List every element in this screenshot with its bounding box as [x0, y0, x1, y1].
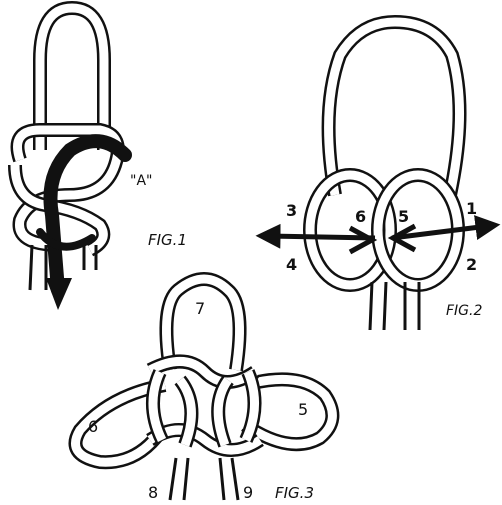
figure-1: "A" FIG.1 — [15, 8, 187, 310]
fig3-label-9: 9 — [243, 483, 253, 502]
fig3-label-5: 5 — [298, 400, 308, 419]
fig2-left-ends — [370, 282, 386, 330]
figure-3: 7 6 5 8 9 FIG.3 — [76, 279, 333, 502]
fig1-caption: FIG.1 — [148, 231, 187, 249]
fig2-label-5: 5 — [398, 207, 409, 226]
fig3-label-6: 6 — [88, 417, 98, 436]
fig3-end-9-strands — [220, 458, 238, 500]
fig2-caption: FIG.2 — [446, 303, 482, 319]
fig3-center-weave — [150, 361, 260, 450]
fig3-end-8-strands — [170, 458, 188, 500]
fig3-caption: FIG.3 — [275, 484, 314, 502]
fig3-label-8: 8 — [148, 483, 158, 502]
fig3-label-7: 7 — [195, 299, 205, 318]
fig2-label-1: 1 — [466, 199, 477, 218]
fig2-label-6: 6 — [355, 207, 366, 226]
figure-2: 3 4 6 5 1 2 FIG.2 — [268, 22, 488, 330]
fig1-annotation-a: "A" — [130, 173, 152, 189]
fig2-label-3: 3 — [286, 201, 297, 220]
fig2-label-4: 4 — [286, 255, 297, 274]
fig2-label-2: 2 — [466, 255, 477, 274]
